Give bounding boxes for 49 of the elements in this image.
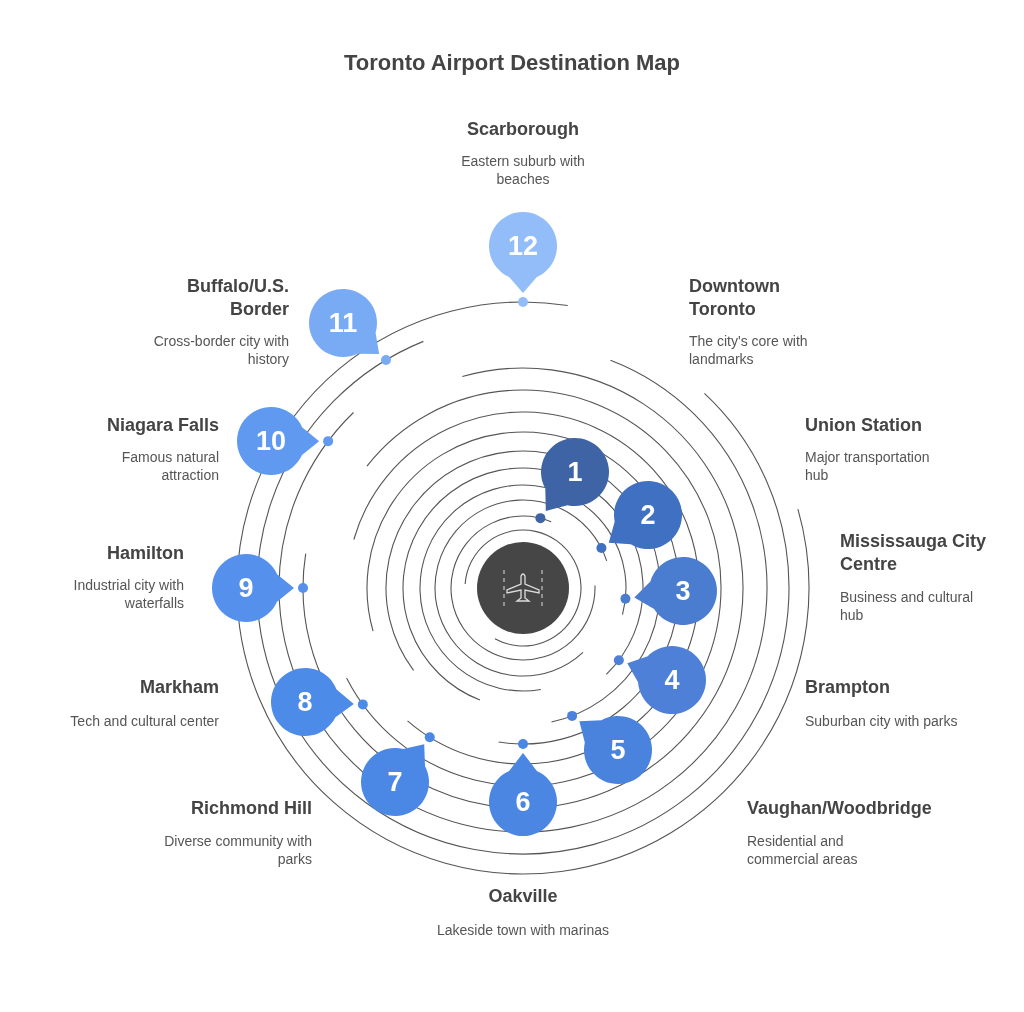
- place-name: Hamilton: [106, 542, 184, 565]
- pin-number: 2: [639, 499, 657, 532]
- map-pin: [634, 557, 717, 625]
- pin-number: 12: [506, 230, 539, 263]
- place-description: Industrial city with waterfalls: [72, 576, 184, 612]
- place-name: Brampton: [805, 676, 891, 699]
- place-description: The city's core with landmarks: [689, 332, 809, 368]
- place-name: Vaughan/Woodbridge: [747, 797, 933, 820]
- place-name: Downtown Toronto: [689, 275, 781, 321]
- place-description: Diverse community with parks: [163, 832, 312, 868]
- map-pin: [309, 289, 380, 357]
- place-name: Niagara Falls: [105, 414, 219, 437]
- map-pin: [212, 554, 294, 622]
- place-name: Oakville: [487, 885, 559, 908]
- map-pin: [489, 753, 557, 836]
- place-name: Mississauga City Centre: [840, 530, 988, 576]
- pin-number: 6: [514, 786, 532, 819]
- place-description: Major transportation hub: [805, 448, 931, 484]
- map-pin: [237, 407, 320, 475]
- map-pin: [271, 668, 354, 736]
- map-pin: [361, 744, 429, 816]
- pin-number: 11: [327, 307, 359, 340]
- map-pin: [579, 716, 652, 784]
- pin-number: 4: [663, 664, 681, 697]
- map-pin: [627, 646, 706, 714]
- diagram-title: Toronto Airport Destination Map: [342, 50, 682, 76]
- map-pin: [489, 212, 557, 293]
- place-description: Tech and cultural center: [69, 712, 219, 730]
- pin-number: 8: [296, 686, 314, 719]
- pin-number: 1: [566, 456, 584, 489]
- place-description: Business and cultural hub: [840, 588, 975, 624]
- place-name: Richmond Hill: [190, 797, 312, 820]
- place-name: Union Station: [805, 414, 923, 437]
- pin-number: 5: [609, 734, 627, 767]
- place-name: Buffalo/U.S. Border: [186, 275, 289, 321]
- map-pin: [608, 481, 682, 549]
- place-description: Residential and commercial areas: [747, 832, 859, 868]
- pin-number: 7: [386, 766, 404, 799]
- map-pin: [541, 438, 609, 511]
- place-description: Cross-border city with history: [152, 332, 289, 368]
- place-description: Eastern suburb with beaches: [460, 152, 586, 188]
- pin-number: 9: [237, 572, 255, 605]
- place-description: Famous natural attraction: [120, 448, 219, 484]
- pin-number: 10: [254, 425, 287, 458]
- place-description: Lakeside town with marinas: [436, 921, 610, 939]
- pin-number: 3: [674, 575, 692, 608]
- place-name: Scarborough: [466, 118, 580, 141]
- place-description: Suburban city with parks: [805, 712, 959, 730]
- place-name: Markham: [138, 676, 219, 699]
